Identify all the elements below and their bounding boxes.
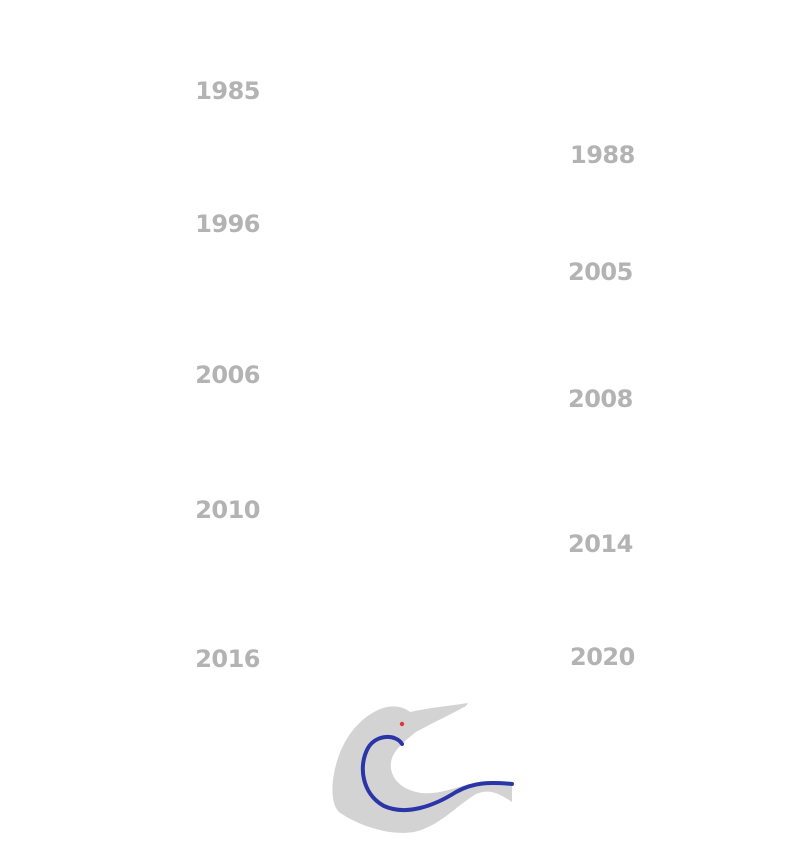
- timeline-year-1988: 1988: [570, 141, 635, 169]
- logo-body-shape: [332, 703, 512, 833]
- timeline-year-2005: 2005: [568, 258, 633, 286]
- timeline-year-2008: 2008: [568, 385, 633, 413]
- logo-curve: [360, 735, 514, 812]
- timeline-year-1996: 1996: [195, 210, 260, 238]
- timeline-year-2010: 2010: [195, 496, 260, 524]
- logo-eye: [399, 721, 405, 727]
- loon-bird-logo-icon: [330, 702, 514, 836]
- timeline: 1985 1988 1996 2005 2006 2008 2010 2014 …: [195, 77, 635, 673]
- timeline-year-2006: 2006: [195, 361, 260, 389]
- timeline-year-2020: 2020: [570, 643, 635, 671]
- timeline-year-2016: 2016: [195, 645, 260, 673]
- timeline-year-1985: 1985: [195, 77, 260, 105]
- timeline-year-2014: 2014: [568, 530, 633, 558]
